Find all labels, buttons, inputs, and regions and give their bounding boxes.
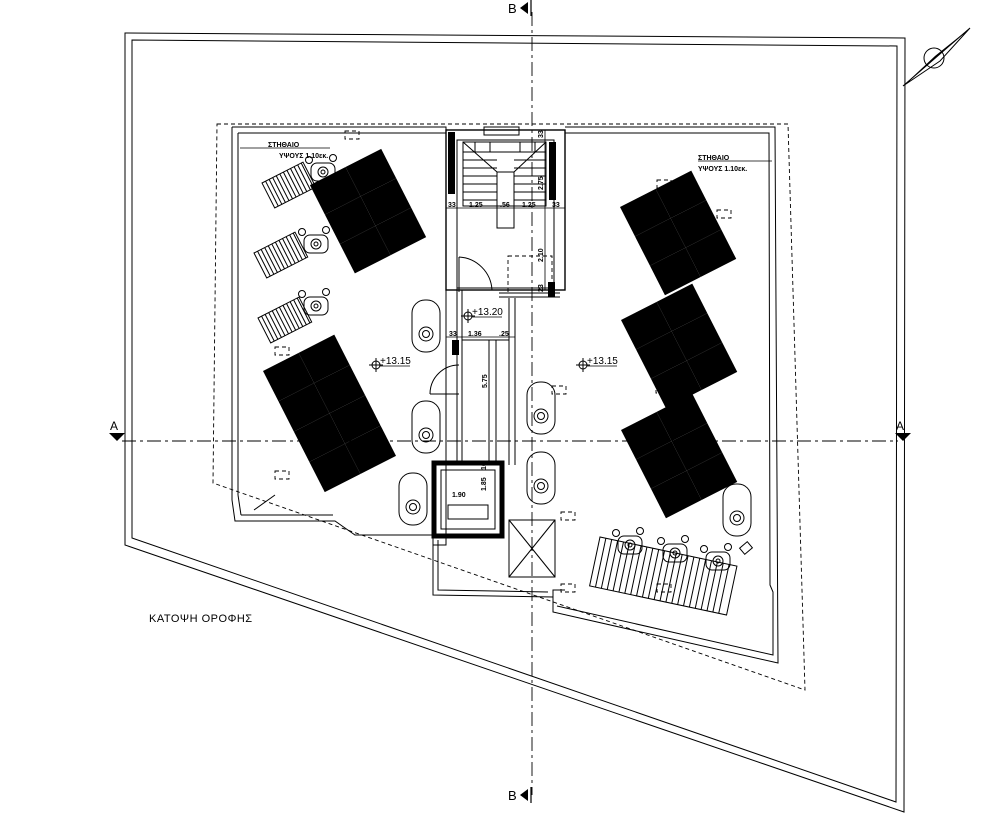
wall-block-2: [549, 142, 556, 200]
collector-right: [589, 536, 738, 616]
section-marker-b-top: B: [508, 0, 532, 16]
svg-text:A: A: [896, 419, 904, 433]
small-diamond: [738, 541, 754, 555]
svg-text:33: 33: [552, 202, 560, 209]
section-marker-a-left: A: [109, 419, 125, 441]
lift-dimensions: 1.90 1.85 10: [452, 462, 488, 499]
water-tank-5: [526, 451, 556, 505]
solar-panels-right-top: [620, 170, 737, 296]
plot-boundary: [124, 32, 906, 813]
drain-line: [253, 494, 276, 511]
lift-car: [440, 469, 496, 530]
collector-left-1: [261, 161, 317, 209]
drain-boxes: [274, 130, 732, 593]
svg-text:+13.20: +13.20: [472, 307, 503, 318]
svg-text:1.25: 1.25: [469, 202, 483, 209]
parapet-note-right: ΣΤΗΘΑΙΟ ΥΨΟΥΣ 1.10εκ.: [698, 155, 772, 173]
lower-outline: [432, 545, 554, 612]
dashed-landing: [507, 255, 553, 294]
svg-text:33: 33: [538, 130, 545, 138]
level-marker-left: +13.15: [369, 356, 411, 372]
section-marker-b-bottom: B: [508, 787, 532, 803]
collector-left-2: [253, 231, 309, 279]
corridor-length-dimension: 5.75: [482, 374, 489, 388]
svg-text:+13.15: +13.15: [587, 356, 618, 367]
svg-text:23: 23: [538, 284, 545, 292]
north-arrow-icon: [902, 27, 971, 87]
water-tank-2: [411, 400, 441, 454]
svg-text:1.25: 1.25: [522, 202, 536, 209]
svg-text:.56: .56: [500, 202, 510, 209]
roof-overhang-outline: [212, 123, 806, 691]
svg-text:2.10: 2.10: [538, 248, 545, 262]
solar-panels-right-mid: [621, 283, 738, 409]
svg-text:33: 33: [449, 331, 457, 338]
wall-block-1: [448, 132, 455, 194]
svg-text:A: A: [110, 419, 118, 433]
svg-text:ΥΨΟΥΣ 1.10εκ.: ΥΨΟΥΣ 1.10εκ.: [698, 166, 747, 173]
stair-vertical-dimensions: 33 2.75 2.10 23: [538, 130, 546, 292]
section-marker-a-right: A: [895, 419, 911, 441]
solar-panels-left-top: [309, 148, 427, 274]
svg-text:+13.15: +13.15: [380, 356, 411, 367]
roof-outline-right: [552, 126, 779, 664]
corridor: [456, 288, 560, 465]
svg-text:1.85: 1.85: [481, 477, 488, 491]
stair-core-inner: [456, 139, 555, 289]
lift-shaft: [431, 460, 505, 539]
svg-text:B: B: [508, 1, 517, 16]
roof-outline-left: [231, 126, 447, 546]
parapet-note-left: ΣΤΗΘΑΙΟ ΥΨΟΥΣ 1.10εκ.: [240, 142, 330, 160]
plan-title: ΚΑΤΟΨΗ ΟΡΟΦΗΣ: [149, 613, 253, 625]
door-swing-mid: [429, 364, 460, 395]
plot-boundary-inner: [131, 39, 898, 803]
svg-text:ΥΨΟΥΣ 1.10εκ.: ΥΨΟΥΣ 1.10εκ.: [279, 153, 328, 160]
level-marker-stair: +13.20: [461, 307, 503, 323]
svg-text:1.90: 1.90: [452, 492, 466, 499]
water-tank-1: [411, 299, 441, 353]
svg-text:B: B: [508, 788, 517, 803]
svg-text:10: 10: [481, 462, 488, 470]
heater-unit-right-2: [657, 535, 689, 563]
svg-text:1.36: 1.36: [468, 331, 482, 338]
svg-text:33: 33: [448, 202, 456, 209]
roof-outline-right-inner: [556, 132, 774, 656]
level-marker-right: +13.15: [576, 356, 618, 372]
svg-text:ΣΤΗΘΑΙΟ: ΣΤΗΘΑΙΟ: [268, 142, 300, 149]
stair-top-cap: [483, 126, 520, 136]
lift-counterweight: [447, 504, 489, 520]
svg-text:.25: .25: [499, 331, 509, 338]
lower-outline-inner: [437, 540, 549, 593]
water-tank-4: [526, 381, 556, 435]
svg-text:ΣΤΗΘΑΙΟ: ΣΤΗΘΑΙΟ: [698, 155, 730, 162]
svg-text:2.75: 2.75: [538, 176, 545, 190]
corridor-dimension-line: 33 1.36 .25: [446, 331, 515, 338]
door-swing-top: [458, 256, 493, 292]
wall-block-4: [452, 340, 459, 355]
solar-panels-right-bottom: [621, 393, 738, 519]
heater-unit-left-3: [298, 288, 330, 316]
stair-core: [445, 129, 566, 291]
heater-unit-right-3: [700, 543, 732, 571]
wall-block-3: [548, 282, 555, 297]
water-tank-6: [722, 483, 752, 537]
stair-flights: [462, 141, 547, 229]
left-parapet-inner-b: [237, 494, 242, 516]
water-tank-3: [398, 472, 428, 526]
